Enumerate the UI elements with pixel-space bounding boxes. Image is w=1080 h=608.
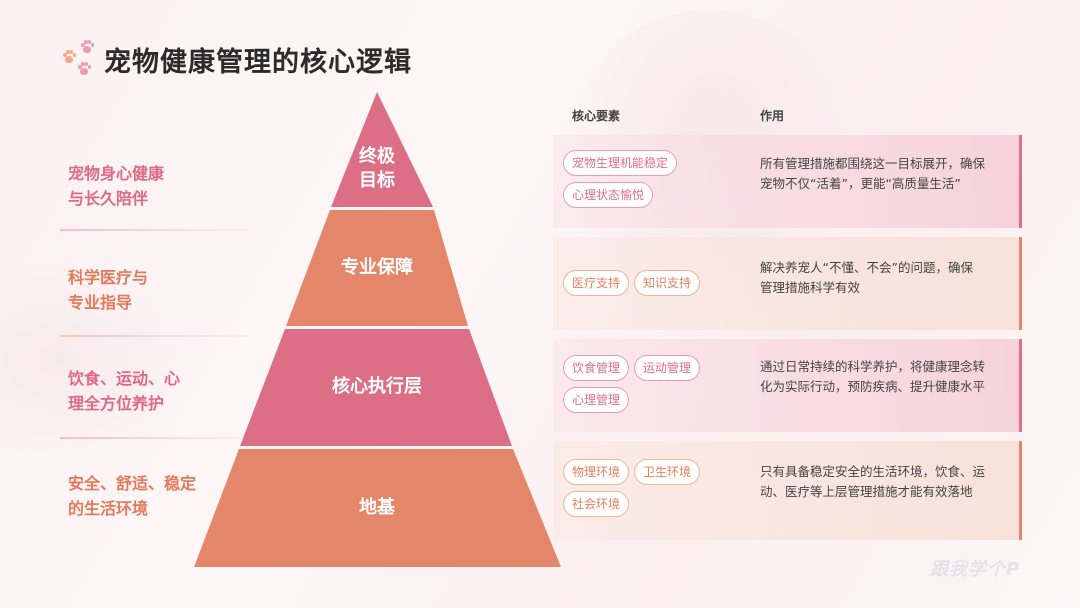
pyramid-label-foundation: 地基 bbox=[359, 497, 395, 518]
tag-group: 医疗支持 知识支持 bbox=[563, 270, 733, 296]
tag: 心理管理 bbox=[563, 387, 630, 413]
left-label-support: 科学医疗与 专业指导 bbox=[68, 265, 148, 315]
left-label-foundation: 安全、舒适、稳定 的生活环境 bbox=[68, 471, 196, 521]
pyramid-label-line: 目标 bbox=[359, 170, 395, 191]
tag: 心理状态愉悦 bbox=[563, 182, 654, 208]
tag: 医疗支持 bbox=[563, 270, 630, 296]
left-label-line: 理全方位养护 bbox=[68, 394, 165, 413]
left-label-line: 安全、舒适、稳定 bbox=[68, 474, 197, 493]
tag: 饮食管理 bbox=[563, 355, 630, 381]
table-row-foundation: 物理环境 卫生环境 社会环境 只有具备稳定安全的生活环境，饮食、运动、医疗等上层… bbox=[553, 441, 1022, 540]
left-label-line: 宠物身心健康 bbox=[68, 164, 165, 183]
left-label-line: 饮食、运动、心 bbox=[68, 369, 181, 388]
column-header-role: 作用 bbox=[760, 109, 785, 123]
table-row-execution: 饮食管理 运动管理 心理管理 通过日常持续的科学养护，将健康理念转化为实际行动，… bbox=[553, 339, 1022, 432]
pyramid-label-support: 专业保障 bbox=[341, 257, 413, 278]
tag-group: 宠物生理机能稳定 心理状态愉悦 bbox=[563, 150, 733, 208]
table-row-goal: 宠物生理机能稳定 心理状态愉悦 所有管理措施都围绕这一目标展开，确保宠物不仅“活… bbox=[553, 135, 1022, 228]
left-label-line: 专业指导 bbox=[68, 293, 133, 312]
left-label-execution: 饮食、运动、心 理全方位养护 bbox=[68, 366, 180, 416]
divider bbox=[60, 229, 250, 231]
pyramid-label-execution: 核心执行层 bbox=[332, 376, 422, 397]
tag: 物理环境 bbox=[563, 459, 630, 485]
tag: 运动管理 bbox=[634, 355, 701, 381]
pyramid-label-line: 终极 bbox=[359, 146, 395, 167]
row-description: 通过日常持续的科学养护，将健康理念转化为实际行动，预防疾病、提升健康水平 bbox=[760, 359, 986, 394]
tag: 卫生环境 bbox=[634, 459, 701, 485]
divider bbox=[60, 437, 250, 439]
row-description: 解决养宠人“不懂、不会”的问题，确保管理措施科学有效 bbox=[760, 260, 973, 295]
page-title: 宠物健康管理的核心逻辑 bbox=[104, 46, 412, 78]
pyramid-label-goal: 终极 目标 bbox=[337, 145, 417, 193]
tag-group: 饮食管理 运动管理 心理管理 bbox=[563, 355, 733, 413]
tag: 社会环境 bbox=[563, 491, 630, 517]
left-label-line: 科学医疗与 bbox=[68, 268, 149, 287]
left-label-line: 的生活环境 bbox=[68, 499, 149, 518]
paw-prints-icon bbox=[60, 38, 100, 80]
row-description: 只有具备稳定安全的生活环境，饮食、运动、医疗等上层管理措施才能有效落地 bbox=[760, 464, 986, 499]
left-label-line: 与长久陪伴 bbox=[68, 189, 149, 208]
tag-group: 物理环境 卫生环境 社会环境 bbox=[563, 459, 733, 517]
title-bar: 宠物健康管理的核心逻辑 bbox=[60, 38, 412, 80]
column-header-elements: 核心要素 bbox=[572, 109, 621, 123]
tag: 宠物生理机能稳定 bbox=[563, 150, 678, 176]
left-label-goal: 宠物身心健康 与长久陪伴 bbox=[68, 161, 164, 211]
tag: 知识支持 bbox=[634, 270, 701, 296]
table-row-support: 医疗支持 知识支持 解决养宠人“不懂、不会”的问题，确保管理措施科学有效 bbox=[553, 237, 1022, 330]
row-description: 所有管理措施都围绕这一目标展开，确保宠物不仅“活着”，更能“高质量生活” bbox=[760, 156, 986, 191]
divider bbox=[60, 335, 250, 337]
watermark: 跟我学个P bbox=[930, 559, 1021, 580]
